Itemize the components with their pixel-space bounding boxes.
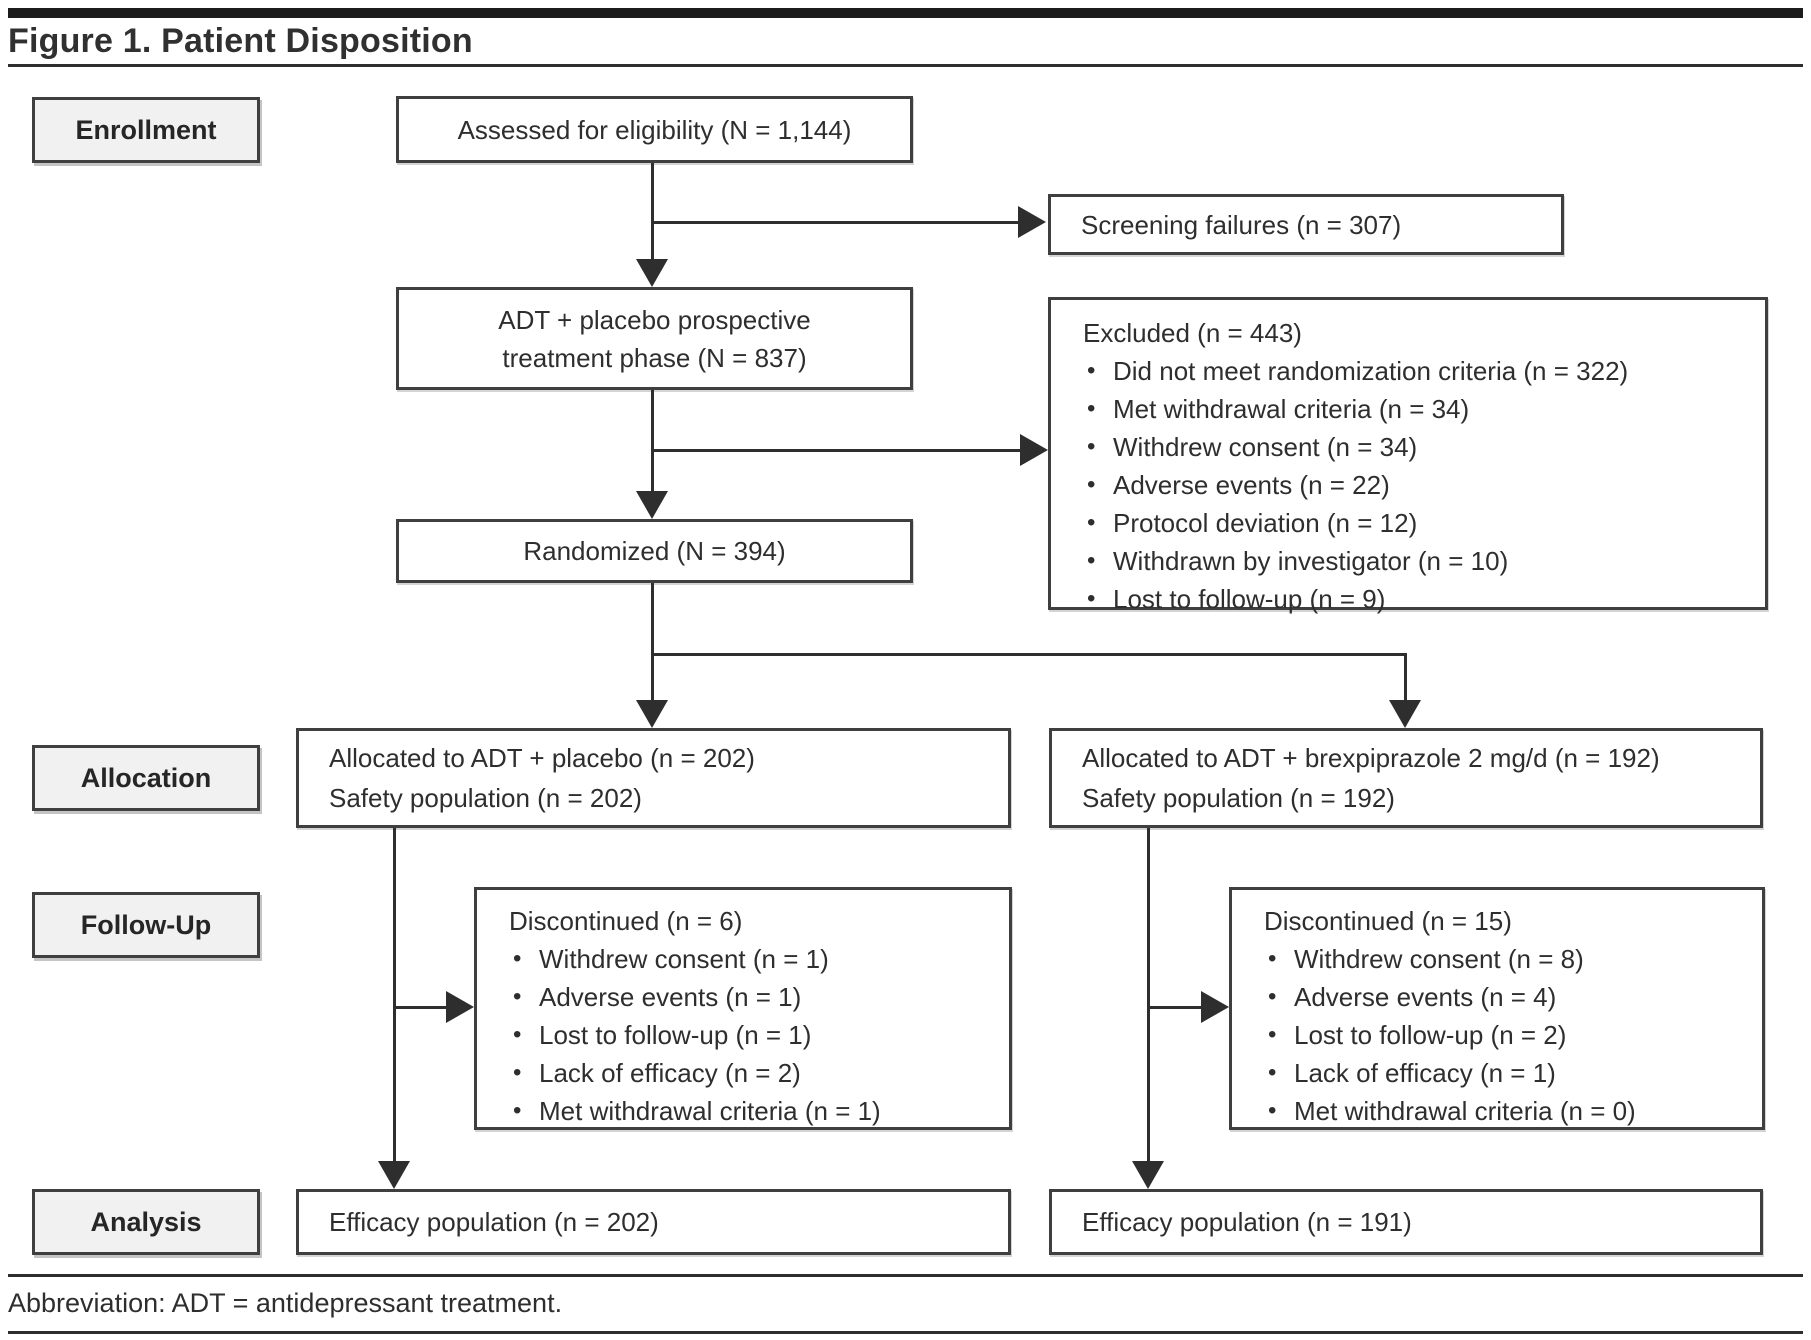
node-text-line1: ADT + placebo prospective: [498, 304, 811, 335]
connector-brexpiprazole-discontinued-branch: [1147, 1006, 1203, 1009]
excluded-item: Withdrawn by investigator (n = 10): [1083, 542, 1755, 580]
stage-label-text: Allocation: [80, 762, 212, 793]
connector-assessed-to-phase: [651, 163, 654, 263]
node-text: Efficacy population (n = 191): [1082, 1207, 1412, 1237]
discontinued-item: Lost to follow-up (n = 1): [509, 1016, 999, 1054]
node-assessed-eligibility: Assessed for eligibility (N = 1,144): [396, 96, 913, 163]
safety-line: Safety population (n = 202): [329, 783, 642, 813]
top-rule-bar: [8, 8, 1803, 18]
arrowhead-down-icon: [636, 259, 668, 287]
discontinued-item: Lack of efficacy (n = 2): [509, 1054, 999, 1092]
node-allocated-brexpiprazole: Allocated to ADT + brexpiprazole 2 mg/d …: [1049, 728, 1763, 828]
stage-label-analysis: Analysis: [32, 1189, 260, 1255]
discontinued-header: Discontinued (n = 6): [509, 906, 743, 936]
figure-title: Figure 1. Patient Disposition: [8, 22, 473, 60]
connector-placebo-discontinued-branch: [393, 1006, 448, 1009]
node-screening-failures: Screening failures (n = 307): [1048, 194, 1564, 255]
connector-randomized-drop: [651, 583, 654, 703]
allocated-line: Allocated to ADT + brexpiprazole 2 mg/d …: [1082, 743, 1660, 773]
stage-label-enrollment: Enrollment: [32, 97, 260, 163]
excluded-item: Did not meet randomization criteria (n =…: [1083, 352, 1755, 390]
footnote-rule-bottom: [8, 1331, 1803, 1334]
connector-split-horizontal: [651, 653, 1407, 656]
excluded-item: Lost to follow-up (n = 9): [1083, 580, 1755, 618]
node-text: Assessed for eligibility (N = 1,144): [457, 114, 852, 145]
excluded-list: Did not meet randomization criteria (n =…: [1083, 352, 1755, 618]
node-efficacy-brexpiprazole: Efficacy population (n = 191): [1049, 1189, 1763, 1255]
allocated-line: Allocated to ADT + placebo (n = 202): [329, 743, 755, 773]
node-text: Randomized (N = 394): [523, 536, 786, 566]
node-text: Efficacy population (n = 202): [329, 1207, 659, 1237]
connector-phase-to-randomized: [651, 390, 654, 494]
connector-branch-excluded: [651, 449, 1022, 452]
connector-brexpiprazole-arm-drop: [1147, 828, 1150, 1164]
node-excluded: Excluded (n = 443) Did not meet randomiz…: [1048, 297, 1768, 618]
arrowhead-right-icon: [1018, 206, 1046, 238]
excluded-item: Withdrew consent (n = 34): [1083, 428, 1755, 466]
node-allocated-placebo: Allocated to ADT + placebo (n = 202) Saf…: [296, 728, 1011, 828]
connector-right-arm-drop: [1404, 653, 1407, 703]
footnote-rule-top: [8, 1274, 1803, 1277]
title-underline: [8, 64, 1803, 67]
node-discontinued-brexpiprazole: Discontinued (n = 15) Withdrew consent (…: [1229, 887, 1765, 1130]
excluded-header: Excluded (n = 443): [1083, 318, 1302, 348]
safety-line: Safety population (n = 192): [1082, 783, 1395, 813]
abbreviation-footnote: Abbreviation: ADT = antidepressant treat…: [8, 1288, 563, 1318]
discontinued-item: Adverse events (n = 4): [1264, 978, 1752, 1016]
node-text-line2: treatment phase (N = 837): [502, 342, 807, 373]
node-discontinued-placebo: Discontinued (n = 6) Withdrew consent (n…: [474, 887, 1012, 1130]
discontinued-item: Lost to follow-up (n = 2): [1264, 1016, 1752, 1054]
arrowhead-down-icon: [1132, 1161, 1164, 1189]
discontinued-item: Withdrew consent (n = 1): [509, 940, 999, 978]
node-efficacy-placebo: Efficacy population (n = 202): [296, 1189, 1011, 1255]
arrowhead-down-icon: [1389, 700, 1421, 728]
arrowhead-right-icon: [446, 991, 474, 1023]
discontinued-item: Adverse events (n = 1): [509, 978, 999, 1016]
excluded-item: Met withdrawal criteria (n = 34): [1083, 390, 1755, 428]
arrowhead-right-icon: [1020, 434, 1048, 466]
node-randomized: Randomized (N = 394): [396, 519, 913, 583]
node-prospective-treatment-phase: ADT + placebo prospective treatment phas…: [396, 287, 913, 390]
stage-label-text: Enrollment: [75, 114, 217, 145]
connector-placebo-arm-drop: [393, 828, 396, 1164]
discontinued-item: Met withdrawal criteria (n = 1): [509, 1092, 999, 1130]
node-text: Screening failures (n = 307): [1081, 209, 1402, 240]
arrowhead-right-icon: [1201, 991, 1229, 1023]
arrowhead-down-icon: [636, 491, 668, 519]
arrowhead-down-icon: [636, 700, 668, 728]
discontinued-item: Lack of efficacy (n = 1): [1264, 1054, 1752, 1092]
excluded-item: Adverse events (n = 22): [1083, 466, 1755, 504]
discontinued-list: Withdrew consent (n = 8) Adverse events …: [1264, 940, 1752, 1130]
stage-label-text: Analysis: [90, 1206, 202, 1237]
excluded-item: Protocol deviation (n = 12): [1083, 504, 1755, 542]
stage-label-text: Follow-Up: [80, 909, 212, 940]
connector-branch-screening: [651, 221, 1020, 224]
discontinued-item: Withdrew consent (n = 8): [1264, 940, 1752, 978]
stage-label-allocation: Allocation: [32, 745, 260, 811]
stage-label-follow-up: Follow-Up: [32, 892, 260, 958]
discontinued-item: Met withdrawal criteria (n = 0): [1264, 1092, 1752, 1130]
discontinued-list: Withdrew consent (n = 1) Adverse events …: [509, 940, 999, 1130]
arrowhead-down-icon: [378, 1161, 410, 1189]
discontinued-header: Discontinued (n = 15): [1264, 906, 1512, 936]
